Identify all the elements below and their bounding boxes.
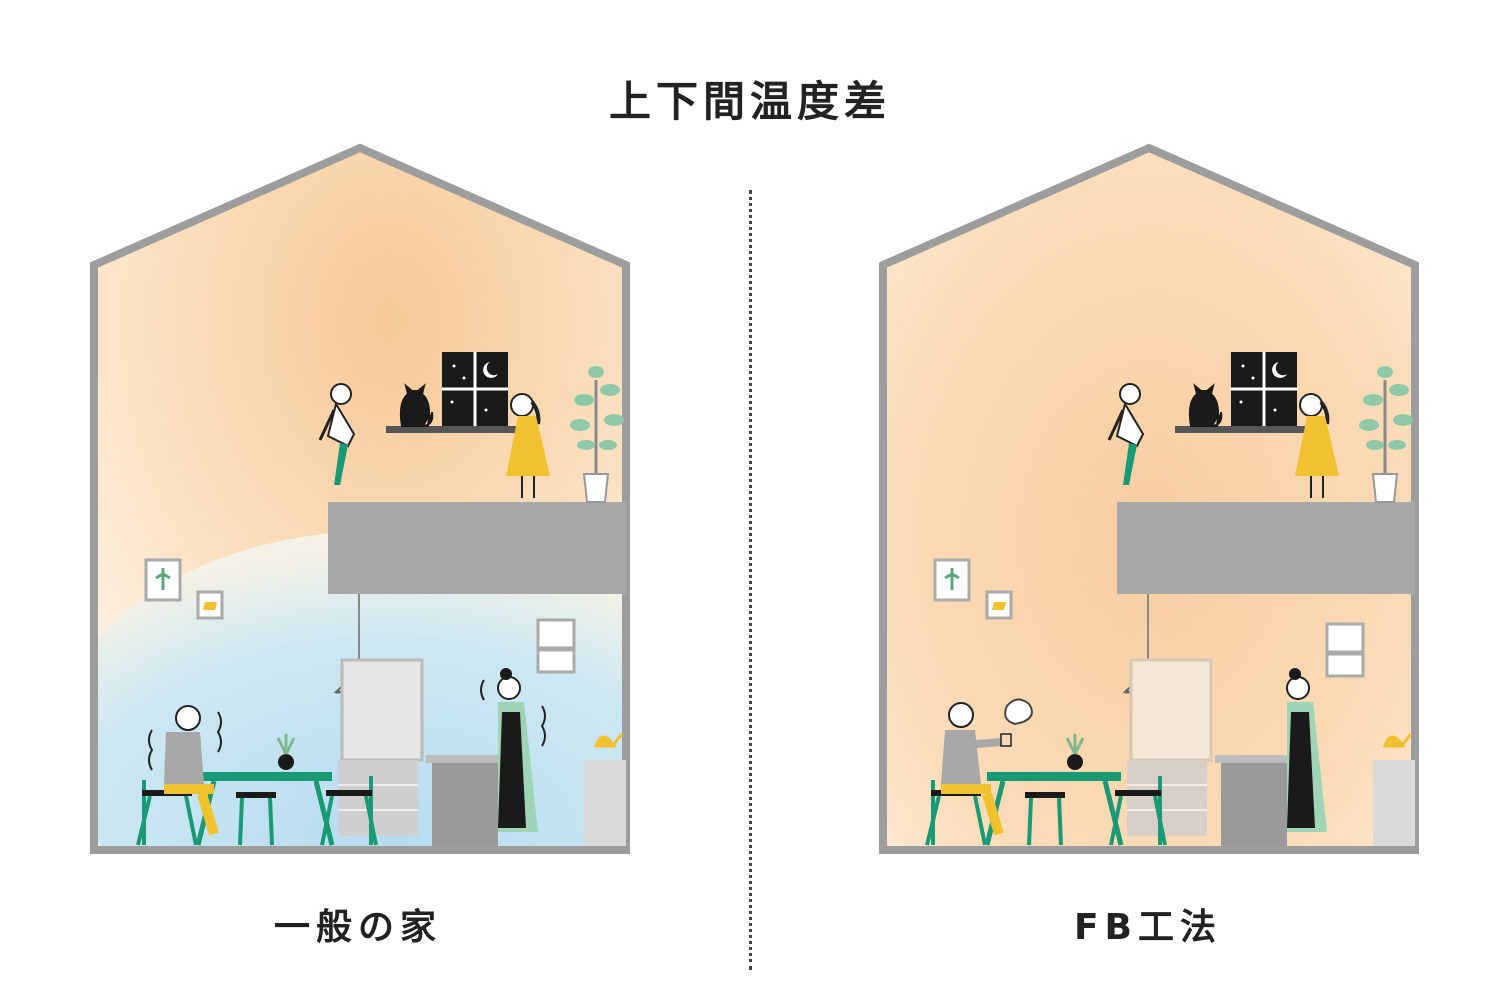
- diagram-title: 上下間温度差: [608, 77, 891, 126]
- house-left: [90, 143, 630, 854]
- chair: [236, 792, 276, 846]
- boy-figure: [318, 383, 356, 485]
- divider-line: [749, 190, 752, 970]
- plant-icon: [1359, 366, 1413, 503]
- moon-icon: [1272, 362, 1287, 378]
- loft-floor: [1117, 502, 1415, 594]
- dog-icon: [203, 602, 217, 610]
- speech-bubble-icon: [1004, 698, 1033, 726]
- star-icon: [452, 364, 456, 368]
- chair: [320, 776, 378, 846]
- girl-figure: [1295, 393, 1339, 498]
- moon-icon: [483, 362, 498, 378]
- kettle-icon: [1382, 733, 1413, 748]
- chair: [1109, 776, 1167, 846]
- star-icon: [1251, 376, 1255, 380]
- star-icon: [1273, 408, 1277, 412]
- night-window: [1231, 352, 1297, 426]
- star-icon: [450, 400, 454, 404]
- plant-icon: [570, 366, 624, 503]
- star-icon: [484, 408, 488, 412]
- warm-man-figure: [941, 698, 1033, 836]
- kettle-icon: [593, 733, 624, 748]
- kitchen-counter: [1221, 760, 1287, 846]
- kitchen-counter: [432, 760, 498, 846]
- cold-man-figure: [148, 705, 222, 836]
- cat-icon: [1188, 383, 1223, 427]
- star-icon: [1239, 400, 1243, 404]
- picture-frame: [933, 558, 971, 602]
- girl-figure: [506, 393, 550, 498]
- warm-woman-figure: [1286, 668, 1327, 832]
- dog-icon: [992, 602, 1006, 610]
- cold-woman-figure: [480, 668, 546, 832]
- star-icon: [1241, 364, 1245, 368]
- star-icon: [462, 376, 466, 380]
- night-window: [442, 352, 508, 426]
- house-right: [879, 143, 1419, 854]
- boy-figure: [1107, 383, 1145, 485]
- chair: [1025, 792, 1065, 846]
- caption-fb-method: FB工法: [1073, 907, 1223, 948]
- cat-icon: [399, 383, 434, 427]
- loft-floor: [328, 502, 626, 594]
- caption-standard-house: 一般の家: [273, 907, 442, 948]
